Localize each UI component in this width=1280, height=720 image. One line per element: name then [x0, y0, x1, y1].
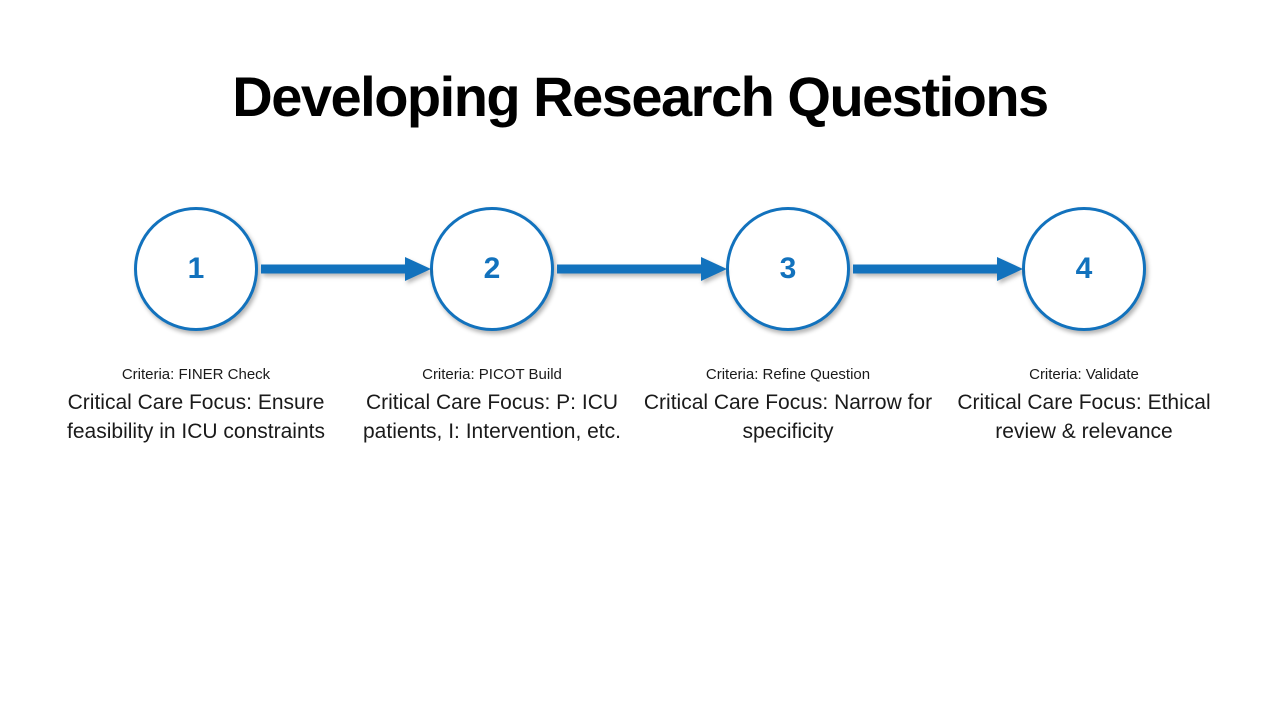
step-description-1: Criteria: FINER Check Critical Care Focu…	[46, 365, 346, 447]
step-number-3: 3	[779, 252, 797, 285]
step-criteria-label: Criteria: FINER Check	[121, 366, 271, 383]
step-description-3: Criteria: Refine Question Critical Care …	[638, 365, 938, 447]
step-circle-4: 4	[1022, 207, 1146, 331]
step-circle-1: 1	[134, 207, 258, 331]
step-circle-3: 3	[726, 207, 850, 331]
page-title: Developing Research Questions	[232, 65, 1049, 128]
step-focus-label: Critical Care Focus: Ethical review & re…	[957, 391, 1211, 444]
step-circle-2: 2	[430, 207, 554, 331]
step-focus-label: Critical Care Focus: Ensure feasibility …	[67, 391, 325, 444]
step-number-4: 4	[1075, 252, 1093, 285]
step-criteria-label: Criteria: PICOT Build	[422, 366, 562, 383]
right-arrow-icon	[853, 257, 1023, 281]
right-arrow-icon	[557, 257, 727, 281]
step-focus-label: Critical Care Focus: Narrow for specific…	[643, 391, 933, 444]
step-number-1: 1	[187, 252, 205, 285]
step-description-2: Criteria: PICOT Build Critical Care Focu…	[342, 365, 642, 447]
step-focus-label: Critical Care Focus: P: ICU patients, I:…	[363, 391, 621, 444]
step-criteria-label: Criteria: Validate	[1029, 366, 1139, 383]
step-criteria-label: Criteria: Refine Question	[705, 366, 871, 383]
step-number-2: 2	[483, 252, 501, 285]
step-description-4: Criteria: Validate Critical Care Focus: …	[934, 365, 1234, 447]
right-arrow-icon	[261, 257, 431, 281]
